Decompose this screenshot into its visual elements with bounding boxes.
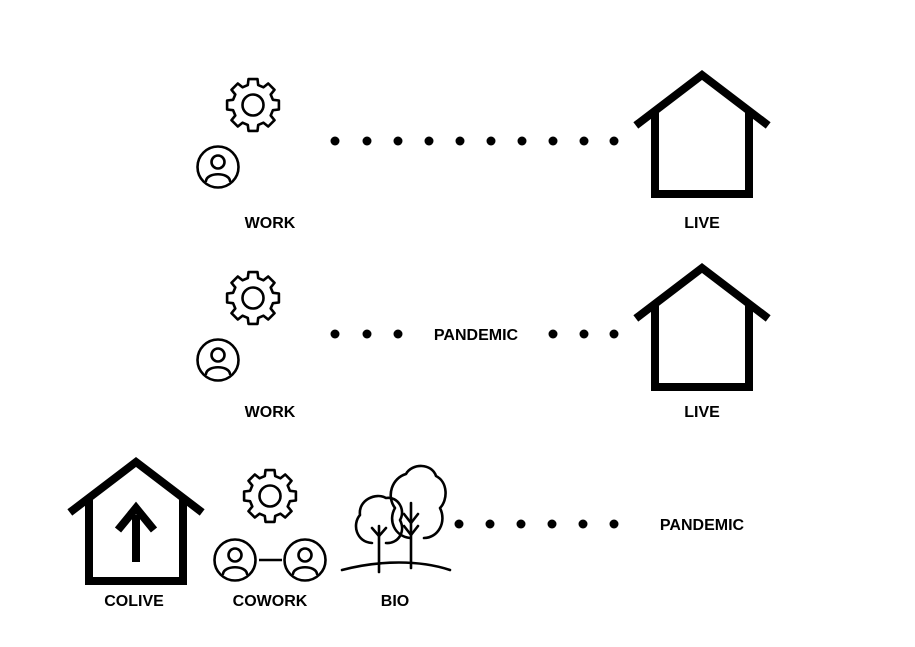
dot xyxy=(455,136,465,146)
dot xyxy=(330,136,340,146)
person-icon xyxy=(213,538,257,582)
dot xyxy=(548,329,558,339)
row2: WORK PANDEMIC LIVE xyxy=(196,268,766,421)
person-icon xyxy=(196,145,240,189)
work-label: WORK xyxy=(245,215,296,232)
dot xyxy=(393,136,403,146)
bio-label: BIO xyxy=(381,593,409,610)
pandemic-label: PANDEMIC xyxy=(434,327,519,344)
person-icon xyxy=(196,338,240,382)
dot xyxy=(609,329,619,339)
live-label: LIVE xyxy=(684,404,720,421)
tree-icon xyxy=(340,464,452,574)
dot xyxy=(362,136,372,146)
dot xyxy=(393,329,403,339)
dotted-connector xyxy=(330,329,619,339)
pandemic-label: PANDEMIC xyxy=(660,517,745,534)
dot xyxy=(424,136,434,146)
dot xyxy=(548,136,558,146)
dot xyxy=(516,519,526,529)
work-label: WORK xyxy=(245,404,296,421)
gear-icon xyxy=(225,270,281,326)
dotted-connector xyxy=(330,136,619,146)
dot xyxy=(609,519,619,529)
dot xyxy=(609,136,619,146)
live-label: LIVE xyxy=(684,215,720,232)
house-arrow-icon xyxy=(73,462,199,581)
dot xyxy=(454,519,464,529)
dot xyxy=(486,136,496,146)
person-icon xyxy=(283,538,327,582)
dot xyxy=(517,136,527,146)
dot xyxy=(547,519,557,529)
dot xyxy=(362,329,372,339)
dot xyxy=(579,329,589,339)
dot xyxy=(330,329,340,339)
house-icon xyxy=(639,268,765,387)
row3: COLIVE COWORK BIO xyxy=(73,462,745,610)
gear-icon xyxy=(225,77,281,133)
row1: WORK LIVE xyxy=(196,75,766,232)
dot xyxy=(578,519,588,529)
dot xyxy=(579,136,589,146)
dot xyxy=(485,519,495,529)
cowork-label: COWORK xyxy=(233,593,308,610)
colive-label: COLIVE xyxy=(104,593,164,610)
gear-icon xyxy=(242,468,298,524)
dotted-connector xyxy=(454,519,619,529)
house-icon xyxy=(639,75,765,194)
